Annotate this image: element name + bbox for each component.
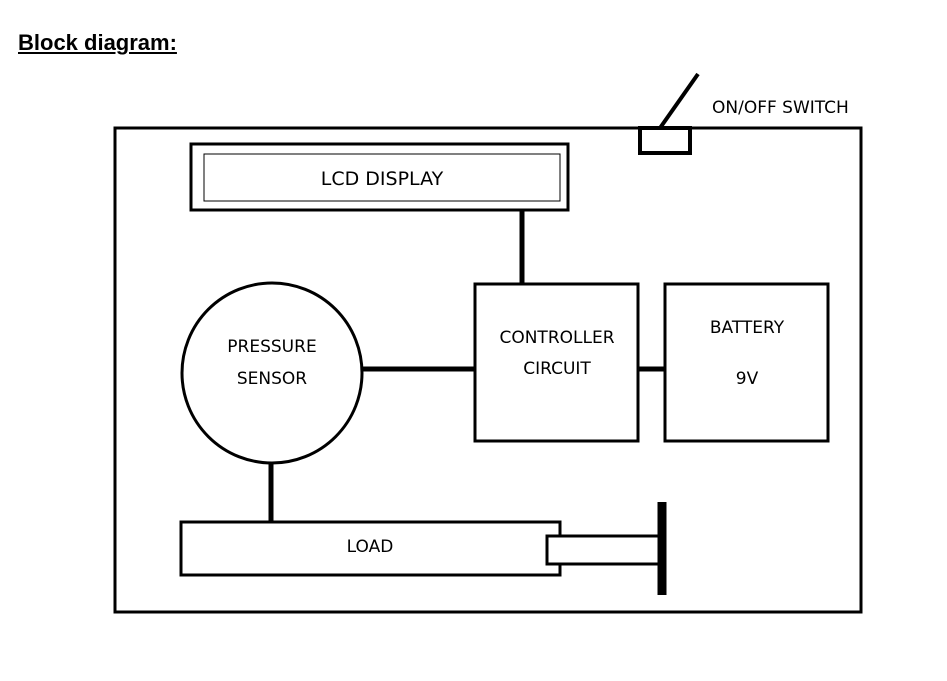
battery-box: [663, 282, 830, 443]
switch-label: ON/OFF SWITCH: [712, 98, 849, 118]
enclosure-box: [113, 126, 863, 614]
on-off-switch: [638, 72, 700, 155]
sensor-label-line1: PRESSURE: [227, 337, 316, 357]
lcd-display-block: LCD DISPLAY: [189, 142, 570, 212]
lcd-outer-frame: [189, 142, 570, 212]
load-label: LOAD: [347, 537, 394, 557]
controller-label-line1: CONTROLLER: [499, 328, 614, 348]
battery-label-line2: 9V: [736, 369, 759, 389]
battery-block: BATTERY 9V: [663, 282, 830, 443]
sensor-circle: [180, 281, 364, 465]
pressure-sensor-block: PRESSURE SENSOR: [180, 281, 364, 465]
load-block: LOAD: [179, 502, 667, 595]
load-plunger: [545, 534, 662, 566]
battery-label-line1: BATTERY: [710, 318, 785, 338]
lcd-inner-frame: [203, 153, 561, 202]
switch-lever: [658, 72, 700, 130]
switch-base: [638, 126, 692, 155]
lcd-label: LCD DISPLAY: [321, 168, 444, 190]
sensor-label-line2: SENSOR: [237, 369, 307, 389]
controller-label-line2: CIRCUIT: [523, 359, 591, 379]
page-heading: Block diagram:: [18, 30, 177, 55]
controller-box: [473, 282, 640, 443]
controller-circuit-block: CONTROLLER CIRCUIT: [473, 282, 640, 443]
